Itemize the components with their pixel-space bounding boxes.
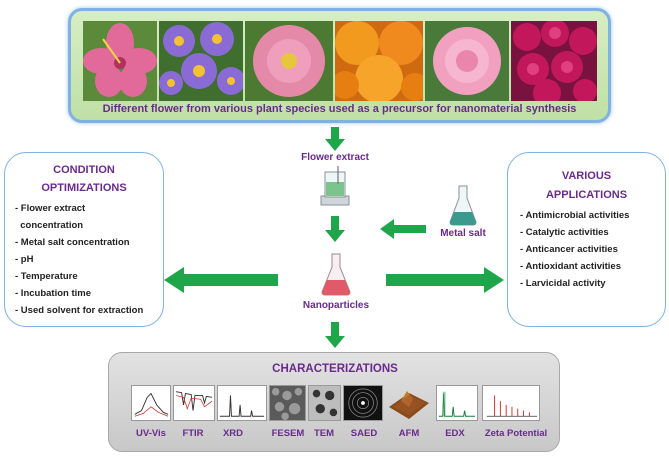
arrow-down-to-characterization [325, 322, 345, 348]
saed-pattern-thumbnail [343, 385, 383, 421]
metal-salt-label: Metal salt [440, 228, 486, 239]
applications-list: - Antimicrobial activities - Catalytic a… [520, 207, 629, 292]
condition-item: - Incubation time [15, 288, 91, 299]
zeta-potential-thumbnail [482, 385, 540, 421]
application-item: - Antimicrobial activities [520, 210, 630, 221]
uv-vis-spectrum-thumbnail [131, 385, 171, 421]
condition-list: - Flower extract concentration - Metal s… [15, 200, 143, 319]
various-applications-box: VARIOUS APPLICATIONS - Antimicrobial act… [507, 152, 666, 327]
characterizations-title: CHARACTERIZATIONS [272, 363, 398, 375]
wild-rose-photo [245, 21, 333, 101]
condition-title-line1: CONDITION [53, 164, 115, 176]
application-item: - Anticancer activities [520, 244, 618, 255]
flower-caption: Different flower from various plant spec… [102, 103, 577, 115]
edx-label: EDX [445, 428, 465, 439]
aster-photo [159, 21, 243, 101]
edx-spectrum-thumbnail [436, 385, 478, 421]
fesem-image-thumbnail [269, 385, 306, 421]
application-item: - Antioxidant activities [520, 261, 621, 272]
condition-optimizations-box: CONDITION OPTIMIZATIONS - Flower extract… [4, 152, 164, 327]
flower-precursor-panel: Different flower from various plant spec… [68, 8, 611, 123]
condition-item: concentration [15, 220, 84, 231]
fesem-label: FESEM [271, 428, 305, 439]
hibiscus-photo [83, 21, 157, 101]
arrow-to-applications [386, 267, 504, 293]
crape-myrtle-photo [511, 21, 597, 101]
rose-photo [425, 21, 509, 101]
uv-vis-label: UV-Vis [136, 428, 166, 439]
ftir-label: FTIR [182, 428, 204, 439]
zeta-potential-label: Zeta Potential [484, 428, 548, 439]
marigold-photo [335, 21, 423, 101]
applications-title-line1: VARIOUS [561, 170, 612, 182]
characterizations-panel: CHARACTERIZATIONS UV-Vis FTIR XRD FESEM … [108, 352, 560, 452]
afm-label: AFM [398, 428, 420, 439]
application-item: - Larvicidal activity [520, 278, 606, 289]
arrow-metal-salt-left [380, 219, 426, 239]
saed-label: SAED [350, 428, 378, 439]
condition-item: - Temperature [15, 271, 78, 282]
tem-image-thumbnail [308, 385, 341, 421]
nanoparticles-flask-icon [321, 253, 351, 296]
condition-title-line2: OPTIMIZATIONS [41, 182, 127, 194]
arrow-to-conditions [164, 267, 278, 293]
arrow-down-to-extract [325, 127, 345, 151]
condition-item: - pH [15, 254, 34, 265]
flower-extract-label: Flower extract [301, 152, 369, 163]
condition-item: - Metal salt concentration [15, 237, 130, 248]
condition-item: - Flower extract [15, 203, 86, 214]
afm-topography-thumbnail [387, 385, 431, 421]
arrow-down-to-nanoparticles [325, 216, 345, 242]
metal-salt-flask-icon [449, 185, 477, 226]
xrd-label: XRD [222, 428, 244, 439]
xrd-pattern-thumbnail [217, 385, 267, 421]
applications-title-line2: APPLICATIONS [545, 189, 628, 201]
nanoparticles-label: Nanoparticles [302, 300, 370, 311]
tem-label: TEM [313, 428, 335, 439]
application-item: - Catalytic activities [520, 227, 609, 238]
condition-item: - Used solvent for extraction [15, 305, 144, 316]
ftir-spectrum-thumbnail [173, 385, 215, 421]
stirrer-beaker-icon [320, 166, 350, 206]
